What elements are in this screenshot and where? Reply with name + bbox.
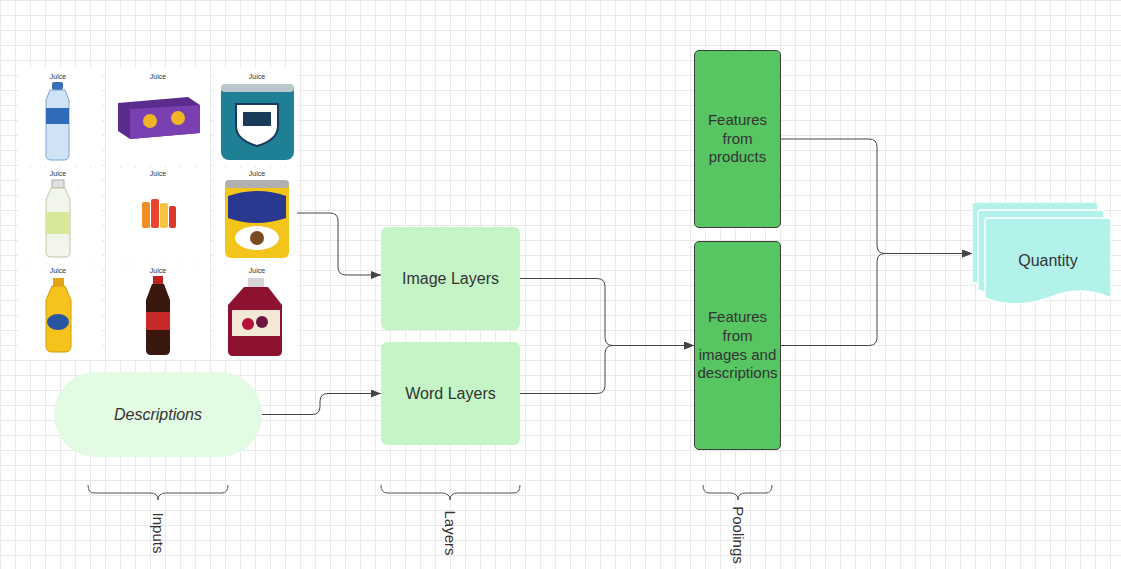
product-label: Juice xyxy=(249,73,265,80)
soda-bottle xyxy=(46,278,71,352)
product-label: Juice xyxy=(150,73,166,80)
connector-arrow xyxy=(781,254,972,346)
node-text-group: Features from products xyxy=(697,111,778,167)
output-document-stack: Quantity xyxy=(972,202,1111,305)
group-label: Inputs xyxy=(151,513,166,554)
input-pill: Descriptions xyxy=(54,372,262,457)
product-label: Juice xyxy=(50,267,66,274)
product-label: Juice xyxy=(249,267,265,274)
connector-arrow xyxy=(781,139,972,254)
node-label: Descriptions xyxy=(114,405,202,425)
cola-bottle xyxy=(146,276,170,355)
product-label: Juice xyxy=(150,267,166,274)
node-text-group: Word Layers xyxy=(405,384,495,404)
pooling-box: Features from products xyxy=(694,50,781,228)
node-label: Image Layers xyxy=(402,269,499,289)
group-label: Poolings xyxy=(731,506,746,564)
small-bottles xyxy=(142,199,176,228)
connector-arrow xyxy=(520,279,694,346)
group-label: Layers xyxy=(443,510,458,555)
node-label: Word Layers xyxy=(405,384,495,404)
fruit-can xyxy=(221,84,294,160)
node-text-group: Descriptions xyxy=(114,405,202,425)
image-feed-arrow xyxy=(297,213,381,275)
product-label: Juice xyxy=(249,170,265,177)
juice-jug xyxy=(228,278,282,356)
photo-cells xyxy=(18,68,298,360)
node-text-group: Features from images and descriptions xyxy=(697,308,778,383)
water-bottle xyxy=(46,82,69,160)
product-label: Juice xyxy=(50,170,66,177)
layer-box: Image Layers xyxy=(381,227,520,330)
braces xyxy=(88,485,772,500)
node-label: Quantity xyxy=(1018,251,1078,271)
layer-box: Word Layers xyxy=(381,342,520,445)
node-label: Features from images and descriptions xyxy=(697,308,778,383)
node-text-group: Quantity xyxy=(1018,251,1078,271)
connector-arrow xyxy=(520,346,694,394)
connector-arrow xyxy=(262,394,381,415)
smoothie-can xyxy=(225,180,289,258)
pooling-box: Features from images and descriptions xyxy=(694,241,781,450)
product-label: Juice xyxy=(150,170,166,177)
product-label: Juice xyxy=(50,73,66,80)
node-label: Features from products xyxy=(697,111,778,167)
clear-bottle xyxy=(46,180,70,257)
juice-box-pack xyxy=(118,97,200,139)
node-text-group: Image Layers xyxy=(402,269,499,289)
